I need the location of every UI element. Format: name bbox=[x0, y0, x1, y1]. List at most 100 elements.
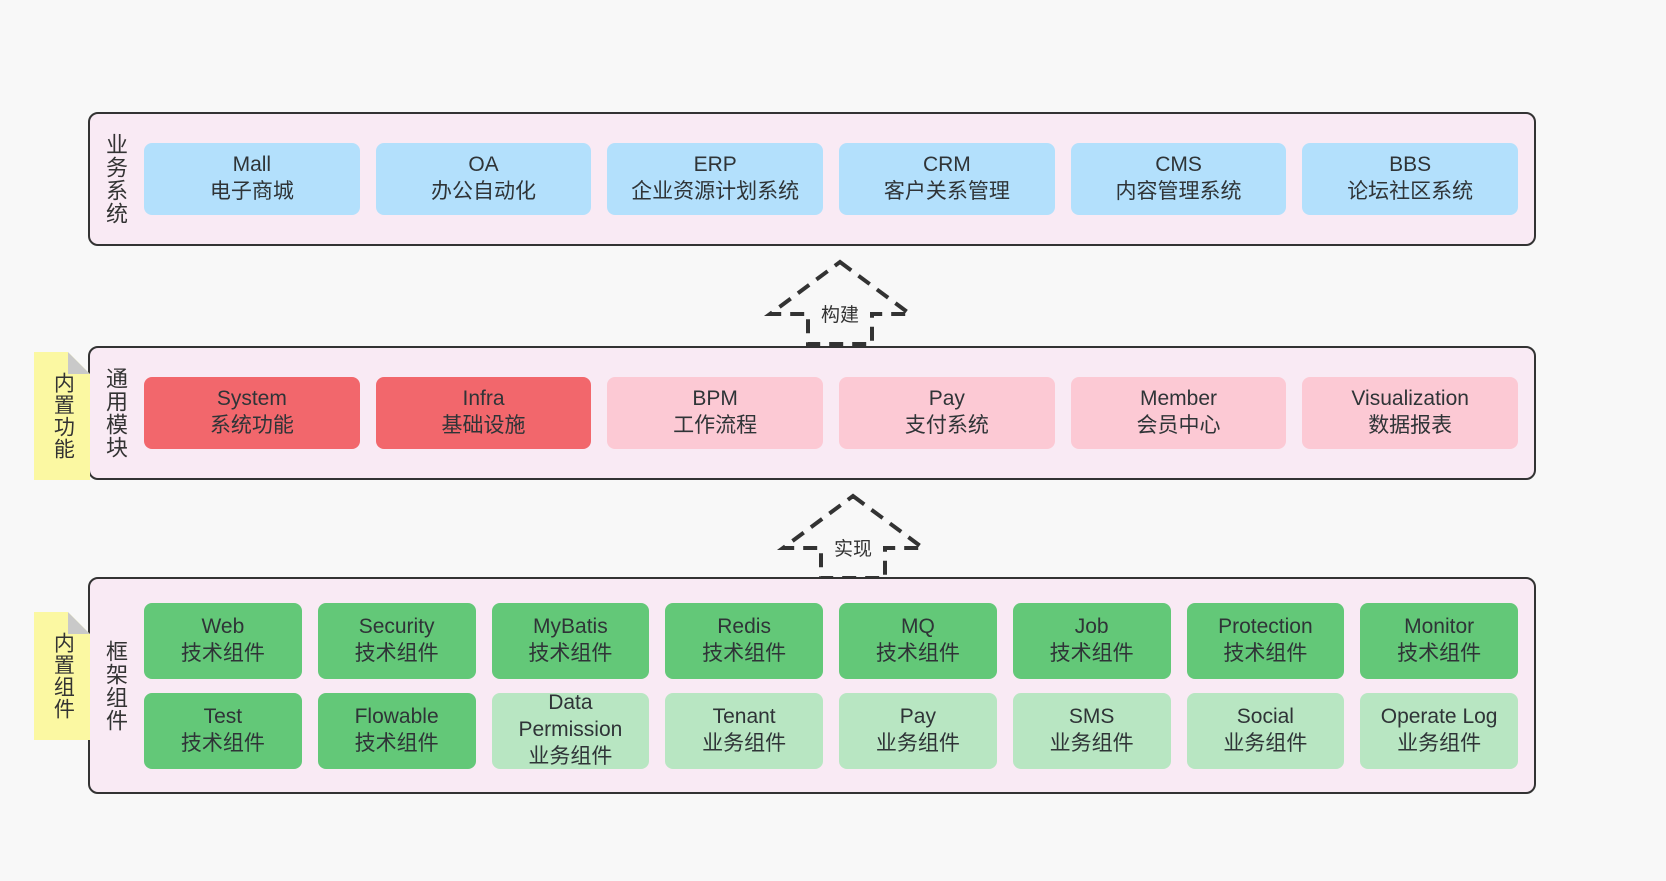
card-mybatis[interactable]: MyBatis 技术组件 bbox=[491, 602, 650, 679]
card-test[interactable]: Test 技术组件 bbox=[144, 692, 302, 769]
card-sms[interactable]: SMS 业务组件 bbox=[1012, 692, 1171, 769]
card-sms-cn: 业务组件 bbox=[1049, 731, 1134, 755]
card-job-cn: 技术组件 bbox=[1049, 641, 1134, 665]
card-infra-en: Infra bbox=[462, 387, 505, 411]
card-erp-en: ERP bbox=[693, 153, 737, 177]
card-cms-en: CMS bbox=[1155, 153, 1202, 177]
card-social-en: Social bbox=[1236, 704, 1294, 728]
card-redis-cn: 技术组件 bbox=[702, 641, 787, 665]
card-pay-module[interactable]: Pay 支付系统 bbox=[839, 377, 1055, 449]
note-builtin-components: 内置组件 bbox=[34, 612, 90, 740]
card-bbs-en: BBS bbox=[1389, 153, 1432, 177]
band-title-framework-component: 框架组件 bbox=[102, 639, 128, 732]
card-pay-component[interactable]: Pay 业务组件 bbox=[839, 692, 997, 769]
card-monitor-en: Monitor bbox=[1404, 614, 1475, 638]
card-security-cn: 技术组件 bbox=[354, 641, 439, 665]
card-mq-en: MQ bbox=[900, 614, 935, 638]
band-body-business-system: Mall 电子商城 OA 办公自动化 ERP 企业资源计划系统 CRM 客户关系… bbox=[140, 114, 1534, 244]
card-security[interactable]: Security 技术组件 bbox=[317, 602, 476, 679]
card-system-en: System bbox=[216, 387, 287, 411]
card-mall-cn: 电子商城 bbox=[209, 180, 294, 203]
note-builtin-components-label: 内置组件 bbox=[51, 632, 75, 720]
framework-row-tech: Web 技术组件 Security 技术组件 MyBatis 技术组件 Redi… bbox=[144, 602, 1518, 679]
card-oa-en: OA bbox=[468, 153, 499, 177]
card-mall[interactable]: Mall 电子商城 bbox=[144, 143, 360, 215]
card-operate-log-cn: 业务组件 bbox=[1397, 731, 1482, 755]
card-redis-en: Redis bbox=[717, 614, 771, 638]
card-protection-en: Protection bbox=[1218, 614, 1313, 638]
card-oa[interactable]: OA 办公自动化 bbox=[375, 143, 592, 215]
band-title-common-module: 通用模块 bbox=[102, 367, 128, 459]
card-web-cn: 技术组件 bbox=[180, 641, 265, 665]
card-data-permission-en: Data Permission bbox=[518, 691, 623, 742]
framework-row-biz: Test 技术组件 Flowable 技术组件 Data Permission … bbox=[144, 691, 1518, 769]
card-oa-cn: 办公自动化 bbox=[431, 180, 536, 203]
card-pay-module-en: Pay bbox=[928, 387, 965, 411]
band-framework-component: 框架组件 Web 技术组件 Security 技术组件 MyBatis 技术组件… bbox=[88, 577, 1536, 794]
card-mybatis-en: MyBatis bbox=[533, 614, 608, 638]
card-visualization[interactable]: Visualization 数据报表 bbox=[1302, 377, 1519, 449]
card-bpm-en: BPM bbox=[692, 387, 738, 411]
card-infra-cn: 基础设施 bbox=[441, 414, 526, 437]
band-business-system: 业务系统 Mall 电子商城 OA 办公自动化 ERP 企业资源计划系统 CRM… bbox=[88, 112, 1536, 246]
band-title-business-system: 业务系统 bbox=[102, 133, 128, 225]
arrow-build: 构建 bbox=[760, 256, 920, 346]
card-member[interactable]: Member 会员中心 bbox=[1070, 377, 1287, 449]
card-tenant-en: Tenant bbox=[712, 704, 776, 728]
card-bpm-cn: 工作流程 bbox=[673, 414, 758, 437]
arrow-implement: 实现 bbox=[773, 490, 933, 580]
band-body-common-module: System 系统功能 Infra 基础设施 BPM 工作流程 Pay 支付系统… bbox=[140, 348, 1534, 478]
card-tenant-cn: 业务组件 bbox=[702, 731, 787, 755]
card-visualization-cn: 数据报表 bbox=[1368, 414, 1453, 437]
card-web[interactable]: Web 技术组件 bbox=[144, 602, 302, 679]
card-bpm[interactable]: BPM 工作流程 bbox=[607, 377, 824, 449]
card-crm[interactable]: CRM 客户关系管理 bbox=[839, 143, 1055, 215]
card-flowable-en: Flowable bbox=[354, 704, 439, 728]
card-job-en: Job bbox=[1074, 614, 1109, 638]
card-sms-en: SMS bbox=[1068, 704, 1115, 728]
card-protection-cn: 技术组件 bbox=[1223, 641, 1308, 665]
card-flowable-cn: 技术组件 bbox=[354, 731, 439, 755]
note-fold-corner-icon bbox=[68, 612, 90, 634]
card-monitor-cn: 技术组件 bbox=[1397, 641, 1482, 665]
card-data-permission[interactable]: Data Permission 业务组件 bbox=[491, 691, 650, 769]
card-protection[interactable]: Protection 技术组件 bbox=[1186, 602, 1345, 679]
note-builtin-functions-label: 内置功能 bbox=[51, 372, 75, 460]
card-web-en: Web bbox=[201, 614, 245, 638]
card-visualization-en: Visualization bbox=[1351, 387, 1469, 411]
card-bbs[interactable]: BBS 论坛社区系统 bbox=[1302, 143, 1519, 215]
card-mq-cn: 技术组件 bbox=[875, 641, 960, 665]
card-operate-log[interactable]: Operate Log 业务组件 bbox=[1360, 692, 1518, 769]
card-operate-log-en: Operate Log bbox=[1380, 704, 1498, 728]
card-mall-en: Mall bbox=[232, 153, 272, 177]
card-social-cn: 业务组件 bbox=[1223, 731, 1308, 755]
note-builtin-functions: 内置功能 bbox=[34, 352, 90, 480]
card-system[interactable]: System 系统功能 bbox=[144, 377, 360, 449]
card-job[interactable]: Job 技术组件 bbox=[1012, 602, 1171, 679]
card-mq[interactable]: MQ 技术组件 bbox=[839, 602, 997, 679]
card-member-cn: 会员中心 bbox=[1136, 414, 1221, 437]
card-tenant[interactable]: Tenant 业务组件 bbox=[665, 692, 823, 769]
card-test-cn: 技术组件 bbox=[180, 731, 265, 755]
card-test-en: Test bbox=[203, 704, 243, 728]
card-bbs-cn: 论坛社区系统 bbox=[1347, 180, 1474, 203]
card-security-en: Security bbox=[358, 614, 435, 638]
card-infra[interactable]: Infra 基础设施 bbox=[375, 377, 592, 449]
card-erp-cn: 企业资源计划系统 bbox=[631, 180, 800, 203]
card-pay-component-cn: 业务组件 bbox=[875, 731, 960, 755]
card-monitor[interactable]: Monitor 技术组件 bbox=[1360, 602, 1518, 679]
card-flowable[interactable]: Flowable 技术组件 bbox=[317, 692, 476, 769]
card-data-permission-cn: 业务组件 bbox=[528, 744, 613, 768]
card-cms-cn: 内容管理系统 bbox=[1115, 180, 1242, 203]
card-mybatis-cn: 技术组件 bbox=[528, 641, 613, 665]
card-redis[interactable]: Redis 技术组件 bbox=[665, 602, 823, 679]
card-crm-en: CRM bbox=[922, 153, 971, 177]
card-social[interactable]: Social 业务组件 bbox=[1186, 692, 1345, 769]
card-crm-cn: 客户关系管理 bbox=[883, 180, 1010, 203]
card-cms[interactable]: CMS 内容管理系统 bbox=[1070, 143, 1287, 215]
card-system-cn: 系统功能 bbox=[209, 414, 294, 437]
card-pay-component-en: Pay bbox=[899, 704, 936, 728]
card-pay-module-cn: 支付系统 bbox=[904, 414, 989, 437]
card-erp[interactable]: ERP 企业资源计划系统 bbox=[607, 143, 824, 215]
